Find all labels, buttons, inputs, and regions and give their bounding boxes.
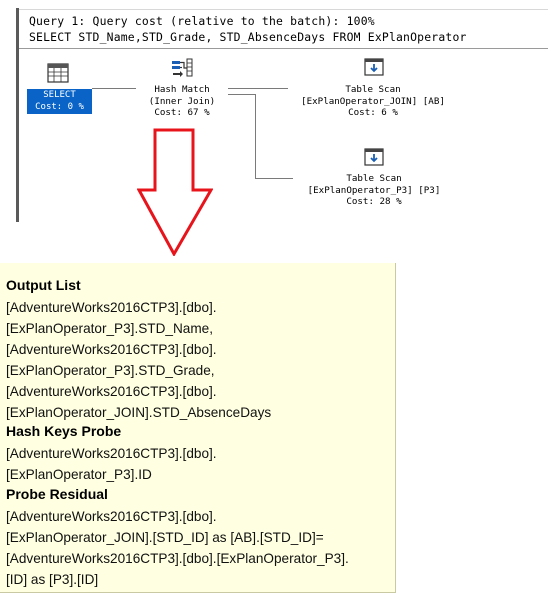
table-scan-icon[interactable] [364,58,384,81]
tooltip-section-title-probe-residual: Probe Residual [6,486,108,502]
tooltip-line: [ExPlanOperator_P3].STD_Name, [6,321,214,336]
plan-left-border [16,8,19,222]
query-header: Query 1: Query cost (relative to the bat… [19,9,548,49]
hash-match-icon[interactable] [170,58,194,83]
tooltip-line: [AdventureWorks2016CTP3].[dbo]. [6,384,217,399]
connector-hash-p3-horiz [255,178,293,179]
tooltip-line: [ExPlanOperator_JOIN].[STD_ID] as [AB].[… [6,530,324,545]
connector-hash-p3-vert [255,94,256,178]
hash-match-cost: Cost: 67 % [154,107,210,118]
table-scan-p3-operator[interactable]: Table Scan [ExPlanOperator_P3] [P3] Cost… [288,173,460,208]
select-operator-name: SELECT [43,90,76,100]
table-scan-ab-operator[interactable]: Table Scan [ExPlanOperator_JOIN] [AB] Co… [280,84,466,119]
table-scan-p3-cost: Cost: 28 % [346,196,402,207]
tooltip-line: [ExPlanOperator_JOIN].STD_AbsenceDays [6,405,272,420]
tooltip-line: [ExPlanOperator_P3].STD_Grade, [6,363,215,378]
hash-match-operator[interactable]: Hash Match (Inner Join) Cost: 67 % [134,84,230,119]
select-operator-cost: Cost: 0 % [35,102,84,112]
tooltip-line: [AdventureWorks2016CTP3].[dbo]. [6,300,217,315]
red-down-arrow-icon [136,128,214,261]
table-scan-p3-name: Table Scan [346,173,402,184]
tooltip-line: [ID] as [P3].[ID] [6,572,99,587]
connector-hash-p3-top [228,94,256,95]
table-scan-p3-object: [ExPlanOperator_P3] [P3] [307,184,441,196]
connector-select-hash [92,88,136,89]
table-scan-ab-name: Table Scan [345,84,401,95]
query-cost-label: Query 1: Query cost (relative to the bat… [29,14,375,28]
tooltip-line: [AdventureWorks2016CTP3].[dbo].[ExPlanOp… [6,551,349,566]
table-scan-ab-object: [ExPlanOperator_JOIN] [AB] [301,95,445,107]
tooltip-line: [ExPlanOperator_P3].ID [6,467,152,482]
tooltip-section-title-hash-keys-probe: Hash Keys Probe [6,423,122,439]
operator-tooltip: Output List [AdventureWorks2016CTP3].[db… [0,263,396,593]
table-scan-ab-cost: Cost: 6 % [348,107,398,118]
tooltip-section-title-output-list: Output List [6,277,81,293]
tooltip-line: [AdventureWorks2016CTP3].[dbo]. [6,446,217,461]
hash-match-type: (Inner Join) [148,95,216,107]
table-scan-icon[interactable] [364,148,384,171]
tooltip-line: [AdventureWorks2016CTP3].[dbo]. [6,509,217,524]
query-text[interactable]: SELECT STD_Name,STD_Grade, STD_AbsenceDa… [29,30,467,44]
select-operator[interactable]: SELECT Cost: 0 % [27,89,92,114]
connector-hash-ab [228,88,288,89]
hash-match-name: Hash Match [154,84,210,95]
result-grid-icon[interactable] [47,63,69,88]
tooltip-line: [AdventureWorks2016CTP3].[dbo]. [6,342,217,357]
